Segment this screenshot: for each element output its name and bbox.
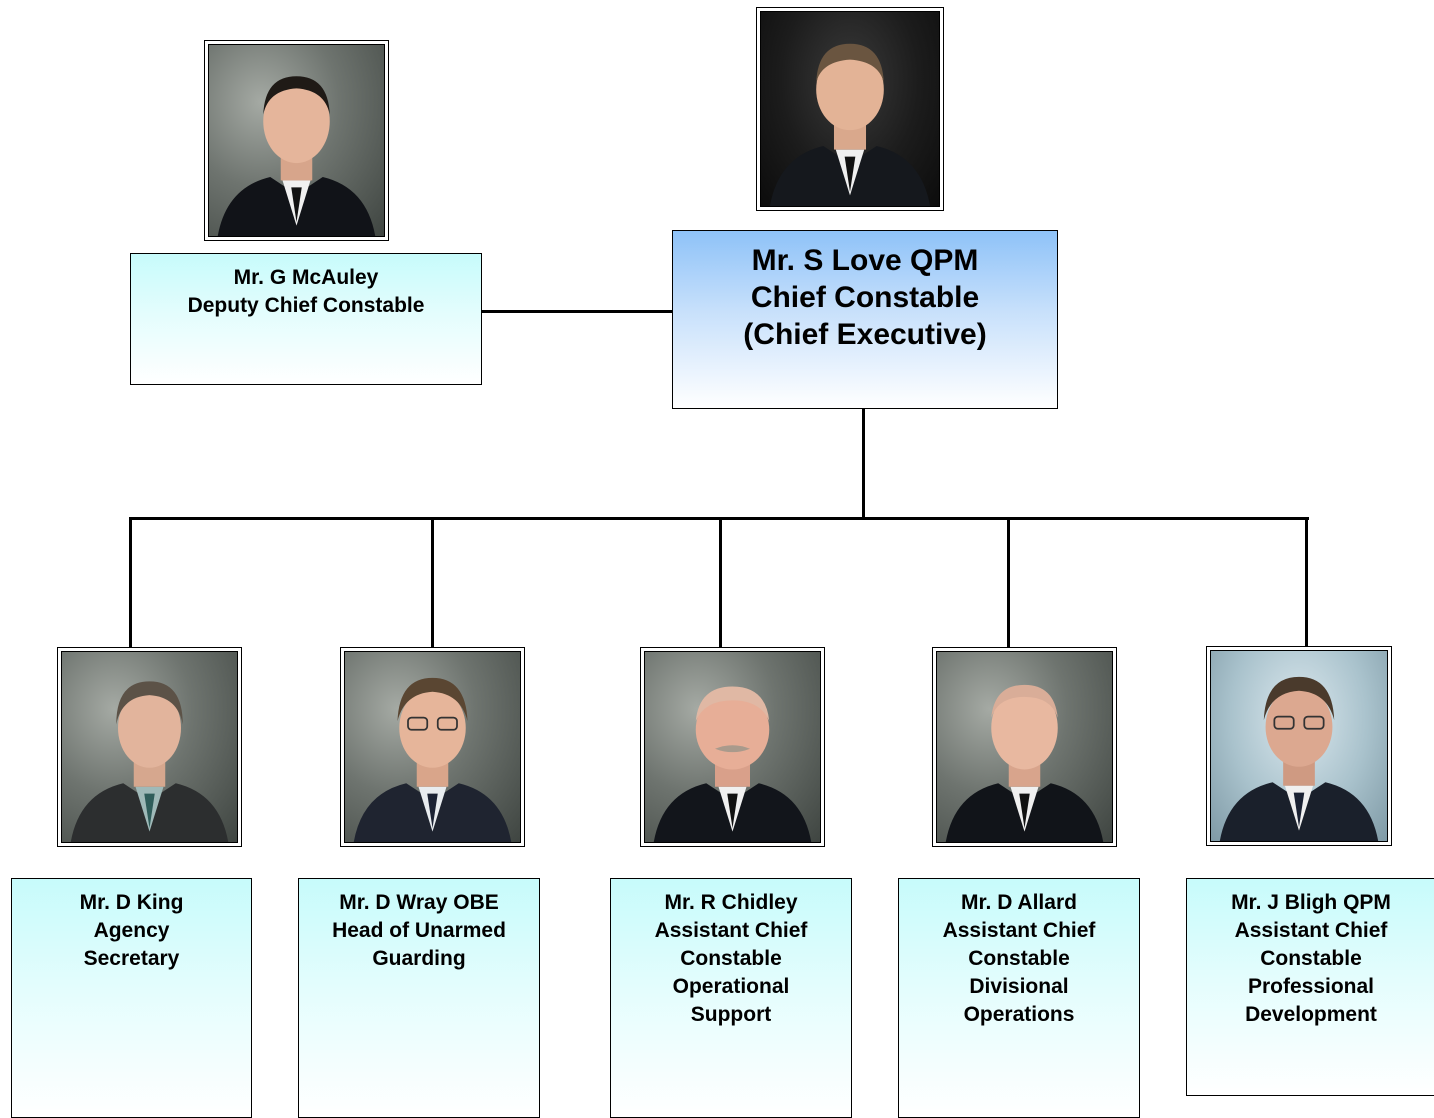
connector-chief-down	[862, 408, 865, 520]
person-portrait-icon	[653, 686, 812, 842]
report-box-allard: Mr. D Allard Assistant Chief Constable D…	[898, 878, 1140, 1118]
report-box-bligh: Mr. J Bligh QPM Assistant Chief Constabl…	[1186, 878, 1434, 1096]
person-portrait-icon	[217, 76, 376, 236]
person-portrait-icon	[70, 681, 229, 842]
report-name: Mr. D King	[79, 891, 184, 914]
report-portrait-allard	[932, 647, 1117, 847]
report-title-line: Assistant Chief	[654, 919, 808, 942]
chief-role-secondary: (Chief Executive)	[743, 318, 987, 351]
report-title-line: Constable	[680, 947, 782, 970]
report-title-line: Secretary	[83, 947, 180, 970]
deputy-name: Mr. G McAuley	[233, 266, 379, 289]
connector-drop-4	[1007, 517, 1010, 647]
report-title-line: Professional	[1247, 975, 1375, 998]
person-portrait-icon	[353, 677, 512, 842]
connector-drop-5	[1305, 517, 1308, 647]
report-title-line: Development	[1245, 1003, 1377, 1026]
report-portrait-king	[57, 647, 242, 847]
connector-deputy-chief	[481, 310, 673, 313]
deputy-chief-constable-box: Mr. G McAuley Deputy Chief Constable	[130, 253, 482, 385]
report-title-line: Divisional	[969, 975, 1069, 998]
report-title-line: Constable	[968, 947, 1070, 970]
person-portrait-icon	[945, 684, 1104, 842]
chief-portrait	[756, 7, 944, 211]
chief-name: Mr. S Love QPM	[751, 244, 979, 277]
deputy-portrait	[204, 40, 389, 241]
report-name: Mr. R Chidley	[664, 891, 798, 914]
report-name: Mr. D Allard	[961, 891, 1077, 914]
report-title-line: Head of Unarmed	[332, 919, 506, 942]
connector-drop-3	[719, 517, 722, 647]
deputy-role: Deputy Chief Constable	[187, 294, 425, 317]
person-portrait-icon	[1219, 676, 1379, 841]
report-box-king: Mr. D King Agency Secretary	[11, 878, 252, 1118]
connector-drop-2	[431, 517, 434, 647]
report-title-line: Assistant Chief	[1234, 919, 1388, 942]
connector-drop-1	[129, 517, 132, 647]
chief-constable-box: Mr. S Love QPM Chief Constable (Chief Ex…	[672, 230, 1058, 409]
report-name: Mr. J Bligh QPM	[1231, 891, 1391, 914]
person-portrait-icon	[769, 43, 931, 206]
report-title-line: Operational	[672, 975, 790, 998]
report-title-line: Agency	[93, 919, 170, 942]
report-title-line: Guarding	[372, 947, 466, 970]
report-title-line: Support	[690, 1003, 772, 1026]
report-name: Mr. D Wray OBE	[339, 891, 499, 914]
report-title-line: Constable	[1260, 947, 1362, 970]
report-title-line: Assistant Chief	[942, 919, 1096, 942]
chief-role: Chief Constable	[750, 281, 980, 314]
report-portrait-bligh	[1206, 646, 1392, 846]
report-box-wray: Mr. D Wray OBE Head of Unarmed Guarding	[298, 878, 540, 1118]
report-box-chidley: Mr. R Chidley Assistant Chief Constable …	[610, 878, 852, 1118]
report-title-line: Operations	[963, 1003, 1075, 1026]
report-portrait-wray	[340, 647, 525, 847]
report-portrait-chidley	[640, 647, 825, 847]
